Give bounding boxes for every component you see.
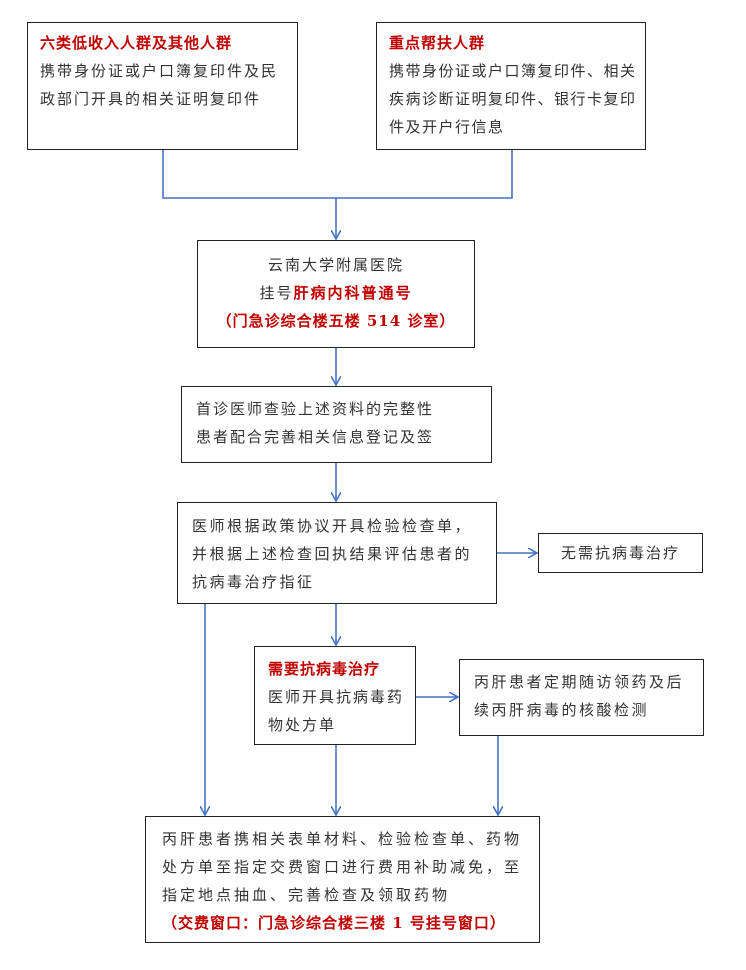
key-assistance-group-title: 重点帮扶人群	[389, 34, 486, 52]
followup-text: 丙肝患者定期随访领药及后续丙肝病毒的核酸检测	[474, 673, 685, 719]
need-antiviral-prescription: 医师开具抗病毒药物处方单	[268, 688, 405, 734]
initial-check-line2: 患者配合完善相关信息登记及签	[196, 428, 435, 446]
doctor-assessment-box: 医师根据政策协议开具检验检查单，并根据上述检查回执结果评估患者的抗病毒治疗指征	[177, 502, 497, 604]
registration-prefix: 挂号	[259, 284, 294, 302]
low-income-group-box: 六类低收入人群及其他人群 携带身份证或户口簿复印件及民政部门开具的相关证明复印件	[27, 22, 298, 150]
connector-box1-merge	[162, 150, 336, 199]
registration-box: 云南大学附属医院 挂号肝病内科普通号 （门急诊综合楼五楼 514 诊室）	[197, 240, 475, 348]
payment-window-note: （交费窗口：门急诊综合楼三楼 1 号挂号窗口）	[162, 914, 506, 932]
payment-instructions: 丙肝患者携相关表单材料、检验检查单、药物处方单至指定交费窗口进行费用补助减免，至…	[162, 830, 523, 904]
registration-room: （门急诊综合楼五楼 514 诊室）	[216, 312, 456, 330]
initial-check-line1: 首诊医师查验上述资料的完整性	[196, 400, 435, 418]
no-antiviral-box: 无需抗病毒治疗	[538, 533, 703, 573]
payment-box: 丙肝患者携相关表单材料、检验检查单、药物处方单至指定交费窗口进行费用补助减免，至…	[145, 816, 540, 943]
connector-box2-merge	[336, 150, 513, 199]
no-antiviral-text: 无需抗病毒治疗	[560, 544, 680, 562]
initial-doctor-check-box: 首诊医师查验上述资料的完整性 患者配合完善相关信息登记及签	[181, 386, 492, 463]
registration-line: 挂号肝病内科普通号	[198, 279, 474, 307]
doctor-assessment-text: 医师根据政策协议开具检验检查单，并根据上述检查回执结果评估患者的抗病毒治疗指征	[192, 517, 473, 591]
key-assistance-group-box: 重点帮扶人群 携带身份证或户口簿复印件、相关疾病诊断证明复印件、银行卡复印件及开…	[376, 22, 646, 150]
hospital-name: 云南大学附属医院	[267, 256, 404, 274]
low-income-group-requirements: 携带身份证或户口簿复印件及民政部门开具的相关证明复印件	[40, 62, 279, 108]
need-antiviral-box: 需要抗病毒治疗 医师开具抗病毒药物处方单	[254, 646, 416, 745]
key-assistance-group-requirements: 携带身份证或户口簿复印件、相关疾病诊断证明复印件、银行卡复印件及开户行信息	[389, 62, 637, 136]
registration-department: 肝病内科普通号	[293, 284, 413, 302]
low-income-group-title: 六类低收入人群及其他人群	[40, 34, 233, 52]
need-antiviral-title: 需要抗病毒治疗	[268, 660, 381, 678]
followup-box: 丙肝患者定期随访领药及后续丙肝病毒的核酸检测	[459, 659, 704, 736]
